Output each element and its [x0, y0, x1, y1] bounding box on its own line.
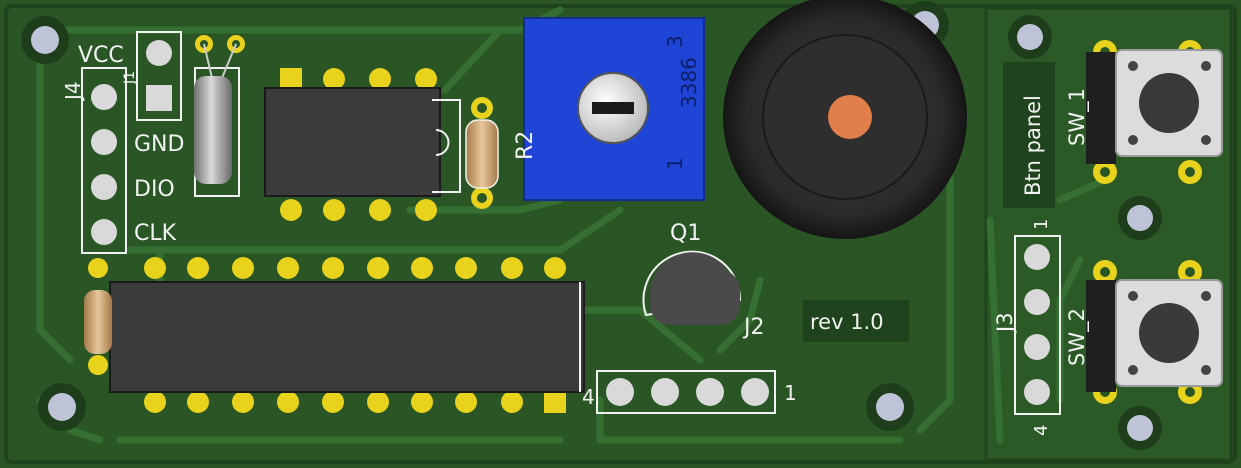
board-edge: [4, 4, 1237, 464]
label-vcc: VCC: [78, 43, 124, 68]
ic-large-body: [109, 281, 585, 393]
btn-panel-box: [1003, 62, 1055, 208]
mounting-hole-icon: [38, 383, 86, 431]
label-r2: R2: [513, 131, 538, 160]
buzzer-center: [828, 95, 872, 139]
ic-large-pads: [144, 257, 566, 413]
j3-pins: [1024, 244, 1050, 405]
label-j3: J3: [993, 312, 1017, 334]
label-revision: rev 1.0: [810, 310, 884, 334]
j4-pins: [91, 84, 117, 245]
mounting-hole-icon: [1118, 406, 1162, 450]
label-j2: J2: [742, 315, 765, 340]
resistor-left: [84, 290, 112, 354]
revision-box: [803, 300, 909, 342]
label-gnd: GND: [134, 132, 184, 157]
label-sw2: SW_2: [1065, 308, 1090, 366]
label-j2-pin1: 1: [784, 381, 797, 405]
j2-pins: [606, 378, 769, 406]
label-j3-pin1: 1: [1031, 219, 1052, 230]
mounting-hole-icon: [866, 383, 914, 431]
label-j4: J4: [61, 81, 85, 102]
j1-pin-round: [146, 40, 172, 66]
crystal-capacitor: [194, 76, 232, 184]
resistor-r2: [465, 119, 499, 189]
mounting-hole-icon: [1008, 15, 1052, 59]
label-dio: DIO: [134, 177, 175, 202]
pot-knob-slot: [592, 102, 634, 114]
j2-outline: [596, 370, 776, 414]
label-q1: Q1: [670, 221, 701, 246]
label-pot-pin1: 1: [663, 157, 687, 170]
label-pot-pin3: 3: [663, 35, 687, 48]
label-btn-panel: Btn panel: [1021, 95, 1045, 196]
j4-outline: [81, 67, 127, 254]
label-pot-model: 3386: [677, 57, 701, 108]
j1-pin-square: [146, 85, 172, 111]
label-clk: CLK: [134, 221, 177, 246]
label-j3-pin4: 4: [1031, 425, 1052, 436]
j3-outline: [1014, 235, 1061, 415]
label-sw1: SW_1: [1065, 88, 1090, 146]
label-j1: J1: [122, 71, 138, 85]
mounting-hole-icon: [21, 16, 69, 64]
tactile-switch-icon[interactable]: [1086, 260, 1223, 404]
j1-outline: [136, 31, 182, 121]
ic-8pin-body: [264, 87, 441, 197]
tactile-switch-icon[interactable]: [1086, 40, 1223, 184]
ic-8pin-pads: [280, 68, 437, 221]
mounting-hole-icon: [1118, 196, 1162, 240]
label-j2-pin4: 4: [582, 385, 595, 409]
